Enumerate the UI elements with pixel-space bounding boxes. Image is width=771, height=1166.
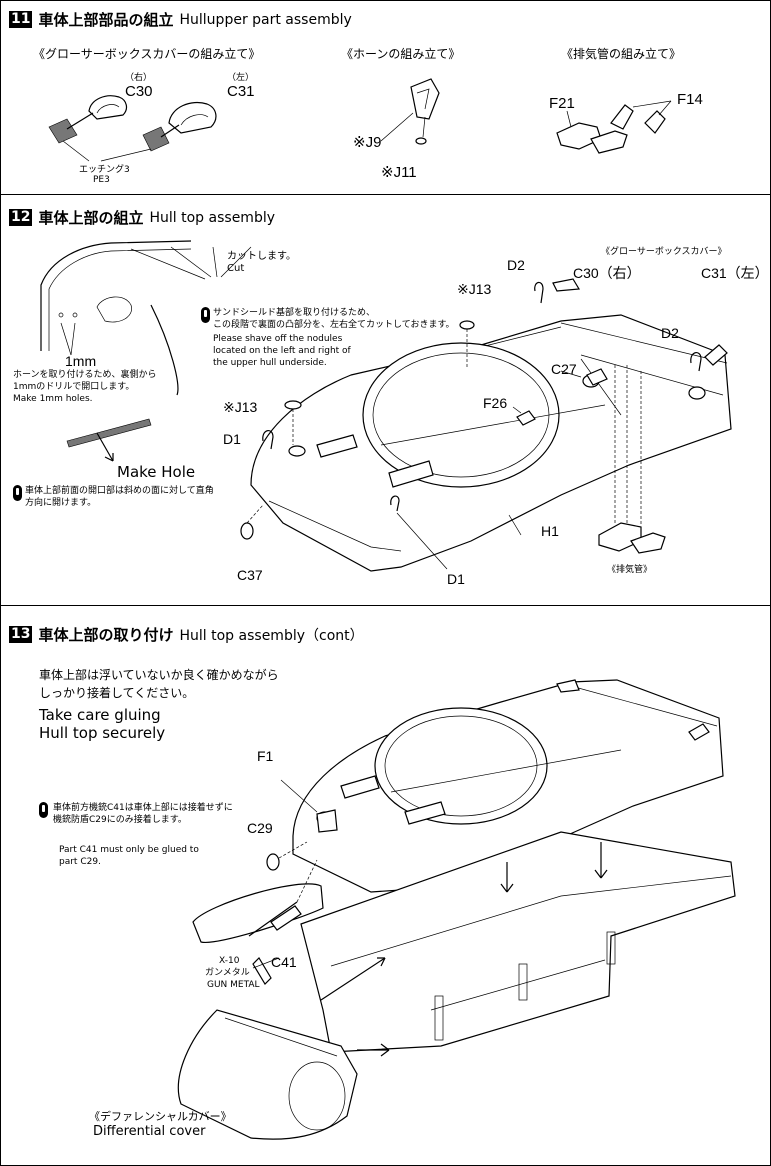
grouser-cover-assembly-subtitle: 《グローサーボックスカバーの組み立て》 <box>33 47 261 61</box>
part-c30-drawing <box>552 278 581 292</box>
step-11-number: 11 <box>9 11 33 28</box>
glue-note-jp: 車体上部は浮いていないか良く確かめながらしっかり接着してください。 <box>39 668 279 700</box>
part-f1-drawing <box>316 809 338 833</box>
shave-note-jp-b: この段階で裏面の凸部分を、左右全てカットしておきます。 <box>213 320 455 330</box>
step-12-drawing <box>40 240 732 572</box>
part-d1-left-label: D1 <box>223 431 241 447</box>
part-d2-side-label: D2 <box>661 325 679 341</box>
part-f21-label: F21 <box>549 95 575 112</box>
step-13-title-jp: 車体上部の取り付け <box>38 626 174 644</box>
part-c29-drawing <box>266 853 280 871</box>
caution-icon <box>39 802 48 818</box>
step-11-section: 11 車体上部部品の組立 Hullupper part assembly <box>1 1 770 195</box>
caution-icon <box>13 485 22 501</box>
paint-name-jp: ガンメタル <box>205 968 250 978</box>
make-hole-label: Make Hole <box>117 463 196 481</box>
step-12-header: 12 車体上部の組立 Hull top assembly <box>9 207 275 228</box>
c41-note-jp: 車体前方機銃C41は車体上部には接着せずに機銃防盾C29にのみ接着します。 <box>53 803 233 825</box>
grouser-cover-right-drawing <box>88 95 128 120</box>
part-j13-front-drawing <box>284 400 302 410</box>
part-j13-front-label: ※J13 <box>223 399 258 415</box>
step-12-title-jp: 車体上部の組立 <box>38 209 144 227</box>
assembled-hull-top-drawing <box>292 679 724 893</box>
differential-cover-label-en: Differential cover <box>93 1124 206 1139</box>
part-d1-right-drawing <box>390 495 400 512</box>
step-11-header: 11 車体上部部品の組立 Hullupper part assembly <box>9 9 352 30</box>
part-d2-rear-drawing <box>534 281 544 304</box>
step-12-title-en: Hull top assembly <box>149 209 276 226</box>
part-f14-label: F14 <box>677 91 703 108</box>
glue-note-en-2: Hull top securely <box>39 724 166 742</box>
bow-machine-gun-drawing <box>248 901 302 937</box>
c41-note-en: Part C41 must only be glued to part C29. <box>59 845 199 867</box>
underside-detail-drawing <box>40 240 192 396</box>
horn-assembly-subtitle: 《ホーンの組み立て》 <box>341 47 461 61</box>
part-f26-label: F26 <box>483 395 508 411</box>
step-12-number: 12 <box>9 209 33 226</box>
step-11-drawing <box>48 78 672 162</box>
part-c41-label: C41 <box>271 954 297 970</box>
part-f26-drawing <box>516 410 536 426</box>
part-c27-label: C27 <box>551 361 577 377</box>
step-13-drawing <box>177 679 736 1140</box>
part-j9-label: ※J9 <box>353 134 382 151</box>
etched-mesh-drawing <box>48 118 170 152</box>
paint-code-label: X-10 <box>219 956 240 966</box>
front-opening-note-jp: 車体上部前面の開口部は斜めの面に対して直角方向に開けます。 <box>25 486 214 508</box>
exhaust-under-drawing <box>598 522 666 554</box>
part-c30-label: C30 <box>125 83 153 100</box>
hole-note-en: Make 1mm holes. <box>13 394 93 404</box>
part-c31-label: C31 <box>227 83 255 100</box>
part-c27-drawing <box>586 368 608 386</box>
exhaust-drawing <box>556 104 666 154</box>
step-13-title-en: Hull top assembly（cont） <box>179 627 364 644</box>
paint-brush-icon <box>252 957 272 985</box>
hole-note-jp: ホーンを取り付けるため、裏側から1mmのドリルで開口します。 <box>13 370 157 392</box>
hole-size-label: 1mm <box>65 353 97 369</box>
step-13-section: 13 車体上部の取り付け Hull top assembly（cont） <box>1 606 770 1165</box>
part-d2-side-drawing <box>690 352 702 372</box>
part-h1-label: H1 <box>541 523 559 539</box>
part-c37-drawing <box>240 522 254 540</box>
shave-note-jp-a: サンドシールド基部を取り付けるため、 <box>213 308 376 318</box>
etching-label-jp: エッチング3 <box>79 165 130 175</box>
etching-label-en: PE3 <box>93 175 110 185</box>
right-side-label: （右） <box>125 73 153 83</box>
part-d2-rear-label: D2 <box>507 257 525 273</box>
paint-name-en: GUN METAL <box>207 980 260 990</box>
step-13-header: 13 車体上部の取り付け Hull top assembly（cont） <box>9 624 364 645</box>
differential-cover-drawing <box>177 1009 358 1140</box>
cut-label-en: Cut <box>227 263 245 274</box>
lower-hull-drawing <box>192 831 736 1053</box>
part-c30-right-label: C30（右） <box>573 265 641 281</box>
cut-label-jp: カットします。 <box>227 251 296 262</box>
part-d1-left-drawing <box>262 430 274 450</box>
step-12-section: 12 車体上部の組立 Hull top assembly <box>1 195 770 606</box>
left-side-label: （左） <box>227 73 255 83</box>
part-c31-drawing <box>704 344 728 366</box>
hull-top-h1-drawing <box>250 314 732 572</box>
drill-bit-drawing <box>66 418 152 448</box>
exhaust-assembly-subtitle: 《排気管の組み立て》 <box>561 47 682 61</box>
part-j13-rear-drawing <box>459 320 475 330</box>
shave-note-en: Please shave off the nodules located on … <box>213 334 351 368</box>
part-f1-label: F1 <box>257 748 274 764</box>
part-c29-label: C29 <box>247 820 273 836</box>
horn-drawing <box>410 78 440 145</box>
grouser-cover-left-drawing <box>168 102 217 134</box>
part-c37-label: C37 <box>237 567 263 583</box>
step-13-number: 13 <box>9 626 33 643</box>
part-j11-label: ※J11 <box>381 164 417 181</box>
step-11-title-en: Hullupper part assembly <box>179 11 352 28</box>
grouser-cover-caption: 《グローサーボックスカバー》 <box>601 247 727 257</box>
exhaust-caption: 《排気管》 <box>607 565 653 575</box>
glue-note-en-1: Take care gluing <box>39 706 161 724</box>
caution-icon <box>201 307 210 323</box>
part-j13-rear-label: ※J13 <box>457 281 492 297</box>
part-d1-right-label: D1 <box>447 571 465 587</box>
step-11-title-jp: 車体上部部品の組立 <box>38 11 174 29</box>
differential-cover-label-jp: 《デファレンシャルカバー》 <box>89 1110 232 1123</box>
part-c31-left-label: C31（左） <box>701 265 769 281</box>
